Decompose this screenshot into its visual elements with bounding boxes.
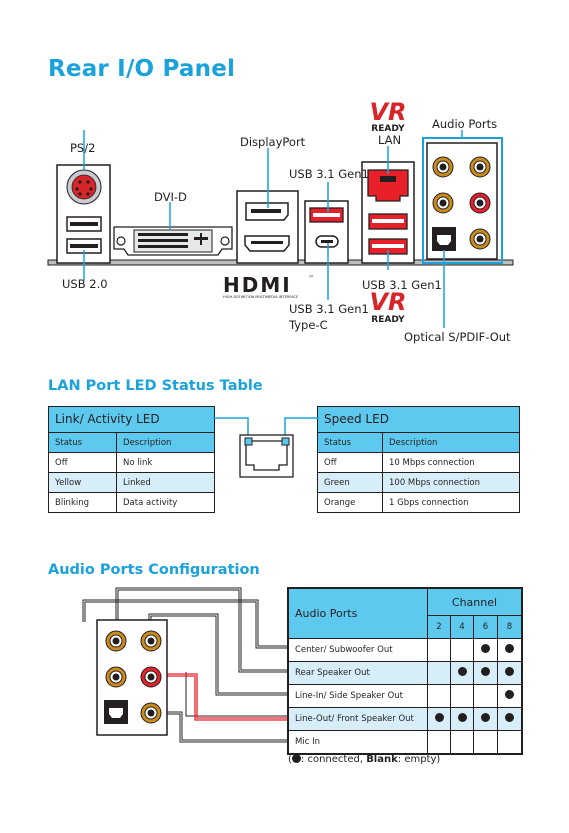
channel-cell: [427, 707, 451, 731]
speed-led: [281, 437, 290, 446]
channel-cell: [427, 661, 451, 685]
lan-section-title: LAN Port LED Status Table: [48, 378, 263, 394]
vr-ready-badge-top: VR READY: [369, 98, 406, 134]
connected-dot: [481, 713, 490, 722]
connected-dot: [505, 667, 514, 676]
channel-cell: [450, 707, 474, 731]
link-activity-led-table: Link/ Activity LED Status Description Of…: [48, 406, 215, 513]
svg-text:VR: VR: [369, 288, 406, 316]
channel-cell: [473, 707, 498, 731]
audio-config-diagram: [82, 587, 289, 743]
svg-text:HDMI: HDMI: [223, 273, 292, 297]
audio-port-name: Line-In/ Side Speaker Out: [288, 684, 428, 708]
lan-port-led-diagram: [213, 417, 319, 478]
channel-cell: [473, 661, 498, 685]
channel-cell: [473, 684, 498, 708]
connected-dot: [457, 713, 467, 722]
channel-cell: [497, 684, 522, 708]
dvid-port: [113, 226, 233, 256]
connected-dot: [434, 713, 444, 722]
hdmi-logo: HDMI ™ HIGH-DEFINITION MULTIMEDIA INTERF…: [223, 273, 314, 299]
audio-section-title: Audio Ports Configuration: [48, 562, 260, 578]
channel-cell: [497, 638, 522, 662]
ps2-label: PS/2: [70, 141, 96, 155]
usb20-label: USB 2.0: [62, 277, 108, 291]
lan-label: LAN: [378, 133, 402, 147]
channel-cell: [497, 707, 522, 731]
channel-cell: [427, 730, 451, 754]
audio-port-name: Center/ Subwoofer Out: [288, 638, 428, 662]
usb31-typec-stack: [304, 200, 349, 264]
rear-io-diagram: VR READY VR READY HDMI ™ HIGH-DEFINITION…: [47, 98, 514, 328]
channel-cell: [497, 730, 522, 754]
audio-port-block: [422, 137, 503, 264]
audio-port-name: Rear Speaker Out: [288, 661, 428, 685]
link-led: [244, 437, 253, 446]
audio-table-row: Mic In: [288, 730, 522, 754]
typec-label: USB 3.1 Gen1 Type-C: [289, 302, 369, 332]
optical-label: Optical S/PDIF-Out: [404, 330, 511, 344]
displayport-hdmi-stack: [236, 190, 299, 264]
link-activity-header: Link/ Activity LED: [49, 407, 214, 433]
svg-text:READY: READY: [371, 315, 405, 325]
vr-ready-badge-bottom: VR READY: [369, 288, 406, 325]
audio-table-row: Line-In/ Side Speaker Out: [288, 684, 522, 708]
usb31-bottom-label: USB 3.1 Gen1: [362, 278, 442, 292]
audio-config-table: Audio Ports Channel 2 4 6 8 Center/ Subw…: [287, 587, 523, 755]
audio-table-row: Center/ Subwoofer Out: [288, 638, 522, 662]
ps2-port: [71, 174, 97, 200]
channel-cell: [427, 638, 451, 662]
lan-usb31-stack: [361, 161, 415, 264]
audio-ports-label: Audio Ports: [432, 117, 498, 131]
svg-text:™: ™: [308, 275, 314, 282]
connected-dot: [505, 713, 514, 722]
audio-table-row: Rear Speaker Out: [288, 661, 522, 685]
channel-cell: [497, 661, 522, 685]
channel-cell: [450, 730, 474, 754]
audio-port-name: Line-Out/ Front Speaker Out: [288, 707, 428, 731]
svg-text:READY: READY: [371, 124, 405, 134]
displayport-label: DisplayPort: [240, 135, 306, 149]
channel-cell: [473, 730, 498, 754]
connected-dot: [481, 644, 490, 653]
channel-cell: [450, 684, 474, 708]
channel-cell: [450, 638, 474, 662]
connected-dot: [505, 690, 514, 699]
audio-port-name: Mic In: [288, 730, 428, 754]
connected-dot: [481, 667, 490, 676]
speed-led-header: Speed LED: [318, 407, 519, 433]
connected-dot: [505, 644, 514, 653]
channel-cell: [473, 638, 498, 662]
usb31-top-label: USB 3.1 Gen1: [289, 167, 369, 181]
channel-cell: [427, 684, 451, 708]
audio-legend: (: connected, Blank: empty): [288, 754, 441, 765]
connected-dot: [457, 667, 467, 676]
dvid-label: DVI-D: [154, 190, 187, 204]
channel-cell: [450, 661, 474, 685]
audio-table-row: Line-Out/ Front Speaker Out: [288, 707, 522, 731]
audio-ports-col-header: Audio Ports: [288, 588, 428, 639]
svg-text:HIGH-DEFINITION MULTIMEDIA INT: HIGH-DEFINITION MULTIMEDIA INTERFACE: [223, 295, 299, 299]
channel-header: Channel: [427, 588, 522, 616]
page-title: Rear I/O Panel: [48, 56, 236, 82]
svg-text:VR: VR: [369, 98, 406, 126]
ps2-usb-stack: [56, 164, 111, 264]
lan-port: [367, 169, 409, 202]
